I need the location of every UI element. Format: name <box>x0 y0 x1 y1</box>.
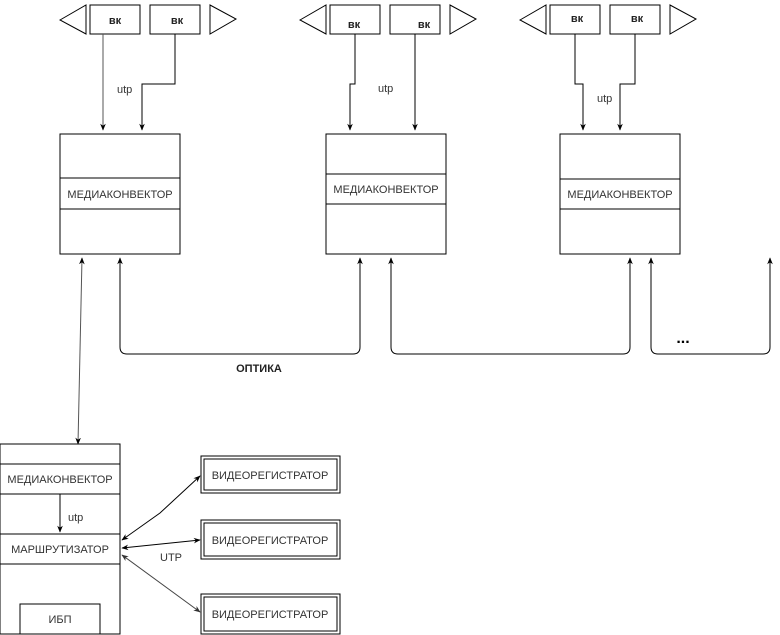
rack-media-converter-label[interactable]: МЕДИАКОНВЕКТОР <box>7 474 112 486</box>
router-links: UTP <box>121 475 201 613</box>
recorder-1[interactable]: ВИДЕОРЕГИСТРАТОР <box>200 455 341 494</box>
recorder-label: ВИДЕОРЕГИСТРАТОР <box>212 609 329 621</box>
camera-box[interactable] <box>549 4 601 35</box>
utp-link <box>347 34 356 131</box>
ups-label: ИБП <box>48 614 71 626</box>
media-converter[interactable]: МЕДИАКОНВЕКТОР <box>59 133 181 255</box>
utp-label: utp <box>378 83 393 95</box>
utp-label: utp <box>597 93 612 105</box>
utp-link <box>139 34 176 131</box>
camera-box[interactable] <box>149 4 201 35</box>
media-converter[interactable]: МЕДИАКОНВЕКТОР <box>559 133 681 255</box>
recorder-label: ВИДЕОРЕГИСТРАТОР <box>212 535 329 547</box>
router-utp-label: UTP <box>160 552 182 564</box>
trunk-link <box>75 257 85 445</box>
optics-link <box>117 257 363 355</box>
media-converter-label: МЕДИАКОНВЕКТОР <box>567 189 672 201</box>
right-triangle-icon <box>449 4 478 35</box>
optics-link <box>648 257 773 355</box>
camera-label: вк <box>418 19 431 31</box>
camera-box[interactable] <box>609 4 661 35</box>
optics-label: ОПТИКА <box>236 363 282 375</box>
utp-link <box>574 34 586 131</box>
media-converter-label: МЕДИАКОНВЕКТОР <box>333 184 438 196</box>
left-triangle-icon <box>58 4 87 35</box>
right-triangle-icon <box>209 4 238 35</box>
equipment-rack: МЕДИАКОНВЕКТОР utp МАРШРУТИЗАТОР ИБП <box>0 443 121 635</box>
camera-box[interactable] <box>389 4 441 35</box>
camera-label: вк <box>171 15 184 27</box>
recorder-label: ВИДЕОРЕГИСТРАТОР <box>212 470 329 482</box>
media-converter-label: МЕДИАКОНВЕКТОР <box>67 189 172 201</box>
optics-links: ОПТИКА ... <box>117 257 773 375</box>
recorder-2[interactable]: ВИДЕОРЕГИСТРАТОР <box>200 519 341 560</box>
camera-label: вк <box>109 15 122 27</box>
recorder-3[interactable]: ВИДЕОРЕГИСТРАТОР <box>200 593 341 635</box>
router-link <box>121 537 201 551</box>
optics-link <box>388 257 633 355</box>
ups-box[interactable] <box>19 603 101 635</box>
right-triangle-icon <box>669 4 698 35</box>
utp-label: utp <box>117 84 132 96</box>
left-triangle-icon <box>298 4 327 35</box>
continuation-ellipsis: ... <box>676 330 689 347</box>
rack-utp-label: utp <box>68 512 83 524</box>
camera-group-3: вк вк utp МЕДИАКОНВЕКТОР <box>518 4 698 255</box>
camera-box[interactable] <box>89 4 141 35</box>
camera-label: вк <box>348 19 361 31</box>
router-link <box>121 554 201 613</box>
router-link <box>121 475 201 541</box>
camera-group-1: вк вк utp МЕДИАКОНВЕКТОР <box>58 4 238 255</box>
camera-group-2: вк вк utp МЕДИАКОНВЕКТОР <box>298 4 478 255</box>
utp-link <box>617 34 636 131</box>
media-converter[interactable]: МЕДИАКОНВЕКТОР <box>325 133 447 255</box>
left-triangle-icon <box>518 4 547 35</box>
camera-label: вк <box>631 13 644 25</box>
camera-label: вк <box>571 13 584 25</box>
router-label[interactable]: МАРШРУТИЗАТОР <box>11 544 109 556</box>
